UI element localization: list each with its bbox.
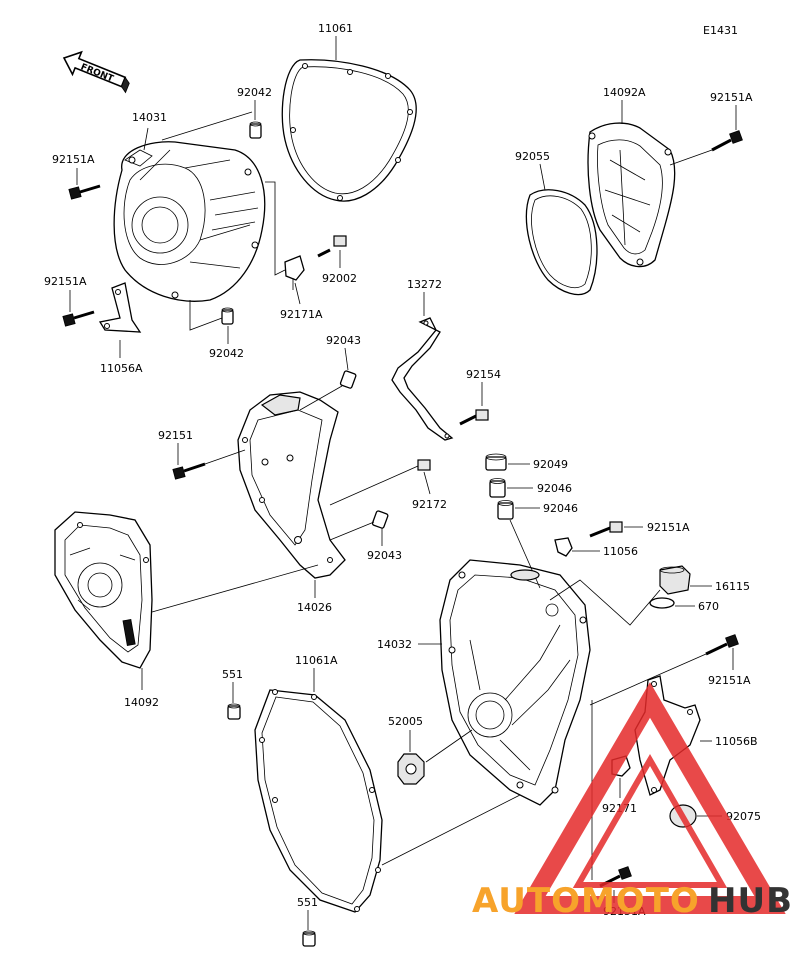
dowel-pin-551-bottom: [302, 930, 316, 947]
gasket-11061: [281, 59, 417, 202]
watermark-text-automoto: AUTOMOTO: [472, 881, 700, 921]
watermark-text-hub: HUB: [708, 881, 793, 921]
front-arrow-icon: FRONT: [62, 50, 130, 94]
gasket-92055: [525, 189, 598, 296]
label-14032: 14032: [377, 638, 412, 651]
automotohub-watermark-logo: [514, 682, 786, 914]
label-92046-b: 92046: [543, 502, 578, 515]
label-14092: 14092: [124, 696, 159, 709]
magneto-cover-14031: [113, 141, 266, 302]
label-551-bottom: 551: [297, 896, 318, 909]
bolt-92151: [172, 462, 206, 480]
label-92151A-1: 92151A: [52, 153, 95, 166]
label-11056B: 11056B: [715, 735, 758, 748]
label-92043-top: 92043: [326, 334, 361, 347]
label-92151A-5: 92151A: [708, 674, 751, 687]
bracket-11056A: [98, 282, 142, 333]
diagram-code: E1431: [703, 24, 738, 37]
oil-seal-52005: [397, 753, 425, 785]
bolt-92151A-2: [62, 310, 95, 327]
label-14026: 14026: [297, 601, 332, 614]
label-11061: 11061: [318, 22, 353, 35]
clip-11056: [554, 537, 573, 557]
label-92151A-2: 92151A: [44, 275, 87, 288]
bolt-92002: [317, 235, 347, 258]
dowel-pin-92042-bottom: [221, 307, 234, 325]
label-16115: 16115: [715, 580, 750, 593]
label-92043-bottom: 92043: [367, 549, 402, 562]
label-52005: 52005: [388, 715, 423, 728]
clutch-cover-14032: [439, 559, 591, 806]
bolt-92151A-4: [589, 521, 623, 538]
label-11061A: 11061A: [295, 654, 338, 667]
bolt-92151A-1: [68, 184, 101, 200]
bolt-92154: [459, 409, 489, 426]
bushing-92046-a: [489, 478, 506, 498]
cover-14092A: [587, 122, 676, 268]
bolt-92172: [417, 459, 431, 471]
label-92151A-3: 92151A: [710, 91, 753, 104]
dowel-pin-551-top: [227, 703, 241, 720]
label-92049: 92049: [533, 458, 568, 471]
gasket-11061A: [254, 689, 383, 913]
o-ring-670: [649, 597, 675, 609]
label-92171A: 92171A: [280, 308, 323, 321]
label-551-top: 551: [222, 668, 243, 681]
dowel-pin-92043-bottom: [371, 510, 389, 529]
label-92042-top: 92042: [237, 86, 272, 99]
bushing-92046-b: [497, 500, 514, 520]
label-92046-a: 92046: [537, 482, 572, 495]
bolt-92151A-5: [705, 634, 739, 656]
bushing-92049: [485, 453, 507, 471]
label-92151: 92151: [158, 429, 193, 442]
label-11056A: 11056A: [100, 362, 143, 375]
gasket-13272: [391, 317, 454, 441]
plug-16115: [659, 565, 691, 595]
label-14092A: 14092A: [603, 86, 646, 99]
cover-14026: [237, 391, 346, 579]
label-92154: 92154: [466, 368, 501, 381]
cover-14092: [54, 511, 153, 669]
label-92042-bottom: 92042: [209, 347, 244, 360]
bolt-92151A-3: [711, 130, 743, 152]
label-92002: 92002: [322, 272, 357, 285]
label-92172: 92172: [412, 498, 447, 511]
clamp-92171A: [284, 255, 305, 290]
label-13272: 13272: [407, 278, 442, 291]
dowel-pin-92043-top: [339, 370, 357, 389]
label-92055: 92055: [515, 150, 550, 163]
label-92075: 92075: [726, 810, 761, 823]
label-11056: 11056: [603, 545, 638, 558]
label-14031: 14031: [132, 111, 167, 124]
label-670: 670: [698, 600, 719, 613]
label-92151A-4: 92151A: [647, 521, 690, 534]
dowel-pin-92042-top: [249, 121, 262, 139]
